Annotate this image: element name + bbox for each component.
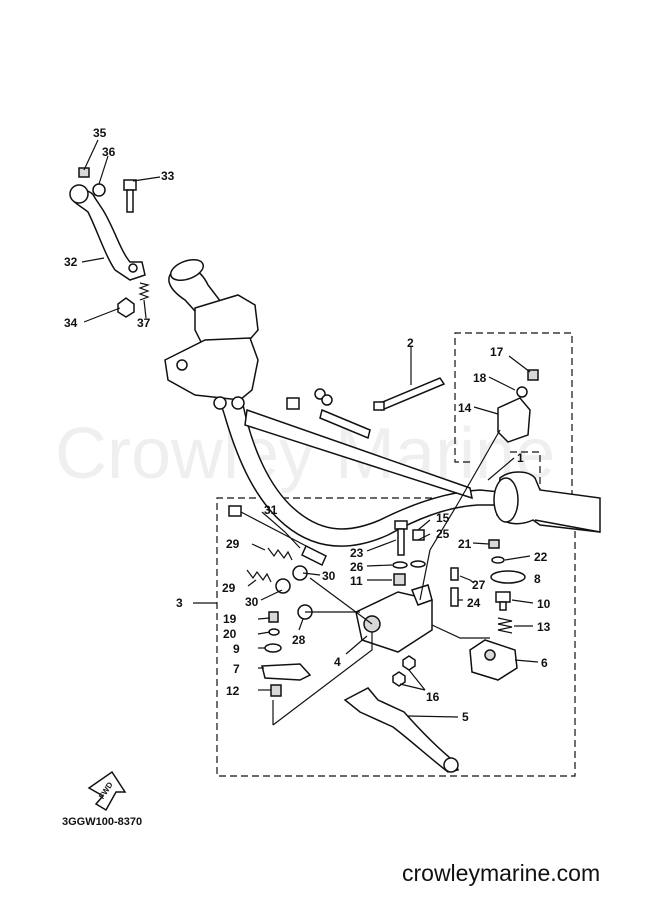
washer-26 — [392, 561, 408, 569]
callout-7: 7 — [233, 662, 240, 676]
nut-16-upper — [402, 655, 416, 671]
group-box-inner — [510, 451, 541, 490]
callouts: 35 36 33 32 34 37 2 17 18 14 1 31 15 25 … — [64, 126, 551, 724]
callout-10: 10 — [537, 597, 551, 611]
gear-30-lower — [275, 578, 291, 594]
callout-32: 32 — [64, 255, 78, 269]
washer-36 — [92, 183, 106, 197]
screw-35 — [78, 167, 90, 178]
callout-11: 11 — [350, 574, 363, 588]
screw-19 — [268, 611, 279, 623]
plate-7 — [261, 663, 312, 681]
cable-tie-2 — [373, 377, 446, 411]
screw-12 — [270, 684, 282, 697]
bolt-23 — [394, 520, 408, 556]
callout-34: 34 — [64, 316, 78, 330]
callout-26: 26 — [350, 560, 364, 574]
callout-3: 3 — [176, 596, 183, 610]
callout-29-upper: 29 — [226, 537, 240, 551]
nut-34 — [117, 297, 135, 318]
callout-5: 5 — [462, 710, 469, 724]
callout-22: 22 — [534, 550, 548, 564]
callout-24: 24 — [467, 596, 481, 610]
callout-8: 8 — [534, 572, 541, 586]
washer-25b — [410, 560, 426, 568]
callout-9: 9 — [233, 642, 240, 656]
lever-32 — [69, 184, 146, 281]
callout-17: 17 — [490, 345, 504, 359]
switch-wire — [286, 388, 371, 440]
bolt-33 — [123, 179, 137, 213]
left-master-cylinder — [164, 294, 259, 410]
collar-25 — [412, 529, 425, 541]
callout-35: 35 — [93, 126, 107, 140]
callout-30-lower: 30 — [245, 595, 259, 609]
leader-lines — [81, 139, 539, 726]
callout-21: 21 — [458, 537, 472, 551]
switch-14 — [497, 397, 531, 443]
callout-23: 23 — [350, 546, 364, 560]
washer-20 — [268, 628, 280, 636]
washer-9 — [264, 643, 282, 653]
callout-29-lower: 29 — [222, 581, 236, 595]
callout-12: 12 — [226, 684, 240, 698]
spring-29-lower — [246, 569, 272, 583]
washer-18 — [516, 386, 528, 398]
right-switch-housing — [493, 471, 601, 533]
nut-16-lower — [392, 671, 406, 687]
callout-20: 20 — [223, 627, 237, 641]
callout-30-upper: 30 — [322, 569, 336, 583]
callout-2: 2 — [407, 336, 414, 350]
plate-8 — [490, 570, 526, 584]
callout-14: 14 — [458, 401, 472, 415]
callout-25: 25 — [436, 527, 450, 541]
screw-17 — [527, 369, 539, 381]
callout-27: 27 — [472, 578, 486, 592]
washer-22 — [491, 556, 505, 564]
watermark: Crowley Marine — [55, 414, 555, 494]
website-link[interactable]: crowleymarine.com — [402, 860, 600, 886]
collar-11 — [393, 573, 406, 586]
callout-36: 36 — [102, 145, 116, 159]
lever-5 — [343, 687, 460, 773]
callout-37: 37 — [137, 316, 151, 330]
callout-15: 15 — [436, 511, 450, 525]
callout-16: 16 — [426, 690, 440, 704]
spring-37 — [138, 282, 151, 301]
pin-24 — [450, 587, 459, 607]
callout-18: 18 — [473, 371, 487, 385]
callout-13: 13 — [537, 620, 551, 634]
callout-4: 4 — [334, 655, 341, 669]
piston-10 — [495, 591, 511, 611]
cover-6 — [469, 639, 518, 681]
fwd-arrow: FWD — [87, 770, 127, 812]
group-box-right-switch — [454, 332, 573, 500]
drawing-code: 3GGW100-8370 — [62, 816, 142, 828]
group-box-main — [216, 497, 576, 777]
callout-6: 6 — [541, 656, 548, 670]
callout-19: 19 — [223, 612, 237, 626]
pin-27 — [450, 567, 459, 581]
callout-1: 1 — [517, 451, 524, 465]
washer-21 — [488, 539, 500, 549]
spring-13 — [497, 617, 513, 634]
spring-29-upper — [267, 547, 293, 561]
callout-31: 31 — [264, 503, 278, 517]
callout-33: 33 — [161, 169, 175, 183]
callout-28: 28 — [292, 633, 306, 647]
cable-31 — [228, 505, 327, 567]
